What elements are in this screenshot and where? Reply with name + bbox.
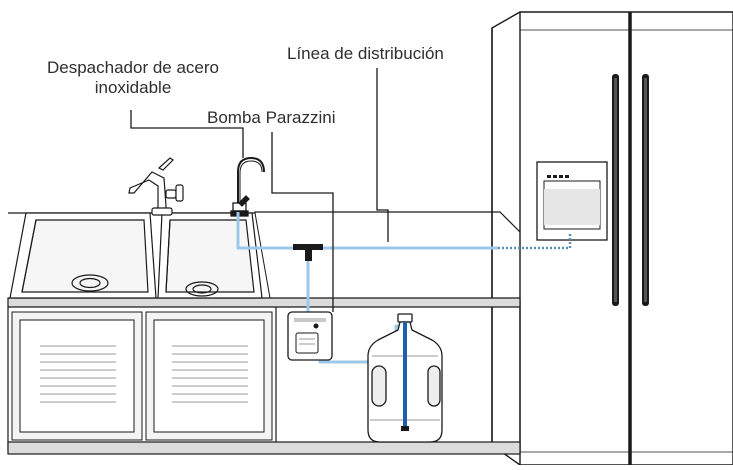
cabinet [7, 307, 521, 455]
fridge-handle-left-icon [612, 74, 619, 306]
cabinet-door-right [145, 311, 273, 441]
fridge-handle-right-icon [642, 74, 649, 306]
fridge-dispenser-icon [536, 161, 608, 241]
pump-label: Bomba Parazzini [207, 108, 336, 127]
label-leader-lines [130, 68, 389, 312]
water-line-hidden-segment [498, 232, 572, 250]
bottle-suction-tube [401, 322, 409, 431]
dispenser-label: Despachador de acero inoxidable [28, 58, 238, 98]
faucet-icon [128, 157, 184, 216]
cabinet-door-left [11, 311, 143, 441]
dispenser-label-line1: Despachador de acero [46, 58, 219, 77]
pump-icon [287, 311, 333, 361]
tee-connector-icon [293, 244, 323, 261]
dispenser-faucet-icon [230, 156, 265, 217]
water-line [236, 212, 498, 364]
double-basin-sink-icon [9, 212, 263, 299]
distribution-line-label: Línea de distribución [287, 44, 444, 63]
dispenser-label-line2: inoxidable [94, 78, 172, 97]
